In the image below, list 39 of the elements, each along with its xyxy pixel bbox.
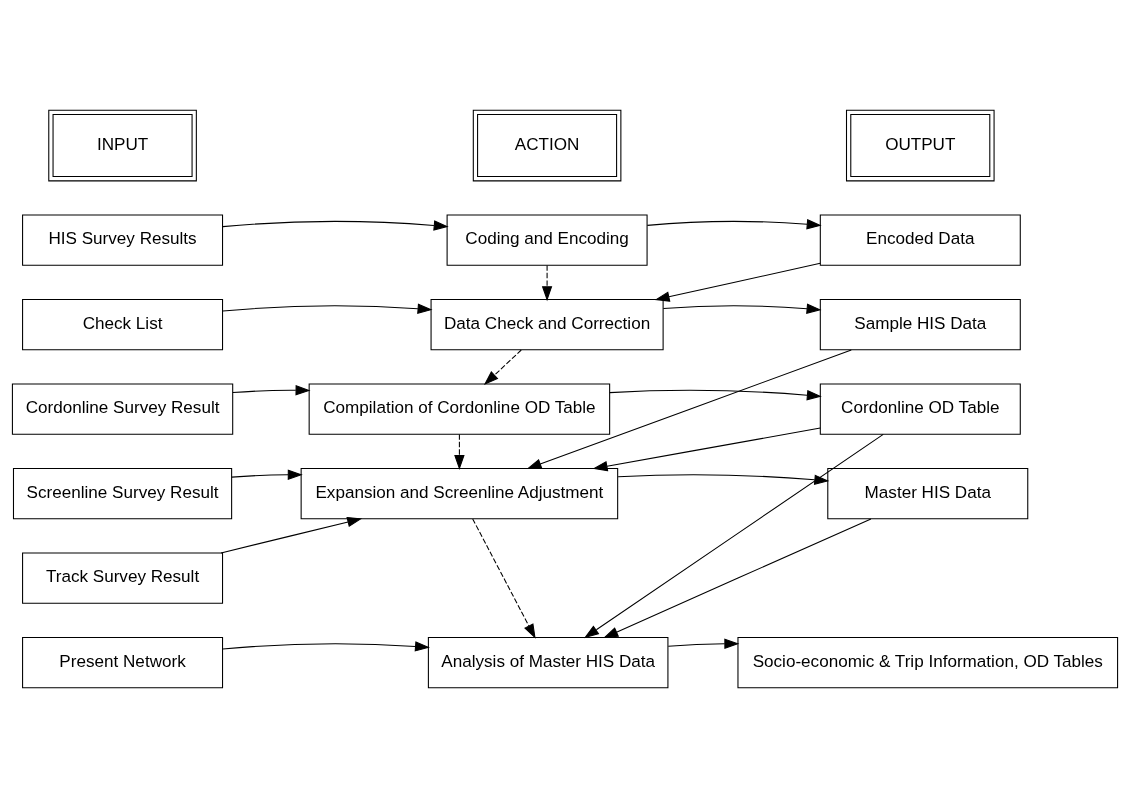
arrow (222, 302, 433, 314)
arrow (646, 218, 822, 229)
node-box: INPUT (48, 109, 197, 181)
node-box: Check List (22, 298, 224, 350)
arrow (222, 219, 449, 231)
arrow (220, 516, 363, 553)
arrow (667, 638, 740, 649)
arrow (603, 517, 872, 638)
node-box: Track Survey Result (22, 551, 224, 604)
node-box: Cordonline Survey Result (11, 383, 234, 435)
node-box: Compilation of Cordonline OD Table (308, 383, 611, 435)
node-box: OUTPUT (845, 109, 995, 181)
arrow (526, 348, 852, 469)
node-box: Socio-economic & Trip Information, OD Tables (737, 636, 1119, 688)
node-box: Encoded Data (819, 214, 1021, 266)
node-box: Cordonline OD Table (819, 383, 1021, 435)
arrow (454, 433, 465, 470)
arrow (472, 517, 536, 639)
arrow (662, 303, 822, 314)
arrow (609, 389, 822, 400)
arrow (617, 473, 830, 485)
node-box: Analysis of Master HIS Data (427, 636, 669, 688)
arrow (592, 427, 821, 471)
arrow (231, 469, 303, 480)
node-box: Expansion and Screenline Adjustment (300, 467, 619, 519)
node-box: Screenline Survey Result (12, 467, 233, 519)
arrow (232, 384, 311, 396)
arrow (222, 640, 430, 652)
node-box: Master HIS Data (827, 467, 1029, 519)
arrow (584, 433, 884, 638)
node-box: HIS Survey Results (22, 214, 224, 266)
node-box: Data Check and Correction (430, 298, 664, 350)
node-box: Present Network (22, 636, 224, 688)
arrow (654, 262, 821, 302)
node-box: Coding and Encoding (446, 214, 648, 266)
arrow (541, 264, 553, 301)
arrow (483, 348, 522, 385)
node-box: Sample HIS Data (819, 298, 1021, 350)
node-box: ACTION (472, 109, 622, 181)
